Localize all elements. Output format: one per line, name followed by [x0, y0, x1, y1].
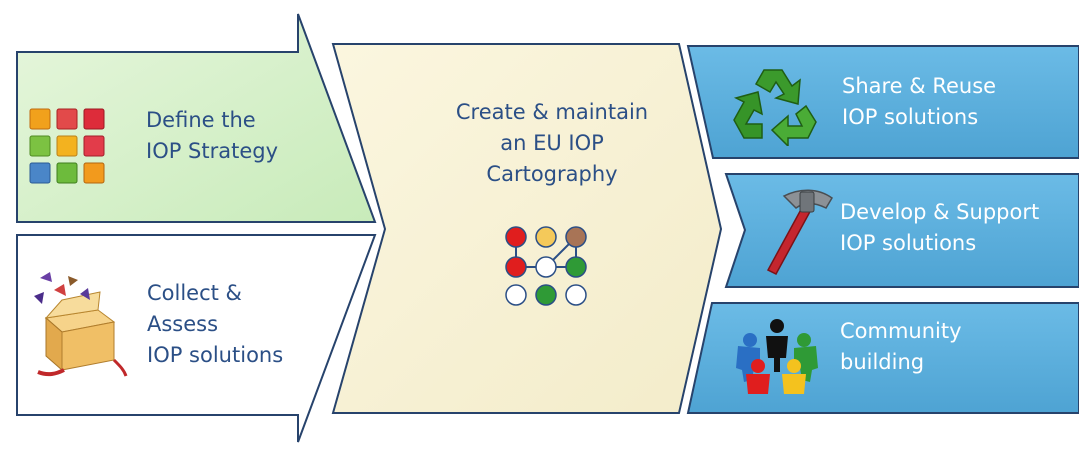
community-line-1: Community [840, 319, 962, 343]
collect-line-3: IOP solutions [147, 343, 284, 367]
gift-box-icon [34, 272, 128, 377]
create-line-3: Cartography [486, 162, 618, 186]
community-line-2: building [840, 350, 925, 374]
develop-line-1: Develop & Support [840, 200, 1040, 224]
collect-line-2: Assess [147, 312, 219, 336]
develop-line-2: IOP solutions [840, 231, 977, 255]
people-circle-icon [736, 319, 818, 394]
community-building-label: Community building [840, 316, 962, 378]
create-line-2: an EU IOP [500, 131, 604, 155]
collect-assess-arrow [16, 234, 377, 443]
define-line-2: IOP Strategy [146, 139, 279, 163]
define-strategy-label: Define the IOP Strategy [146, 105, 278, 167]
share-line-2: IOP solutions [842, 105, 979, 129]
strategy-grid-icon [29, 108, 105, 184]
share-line-1: Share & Reuse [842, 74, 997, 98]
define-line-1: Define the [146, 108, 256, 132]
collect-line-1: Collect & [147, 281, 242, 305]
develop-support-label: Develop & Support IOP solutions [840, 197, 1039, 259]
create-cartography-label: Create & maintain an EU IOP Cartography [446, 97, 658, 190]
hammer-icon [766, 189, 833, 275]
create-cartography-chevron [331, 43, 723, 414]
define-strategy-arrow [16, 13, 377, 223]
recycle-icon [733, 69, 817, 146]
node-network-icon [505, 226, 587, 306]
collect-assess-label: Collect & Assess IOP solutions [147, 278, 283, 371]
share-reuse-label: Share & Reuse IOP solutions [842, 71, 996, 133]
create-line-1: Create & maintain [455, 100, 649, 124]
